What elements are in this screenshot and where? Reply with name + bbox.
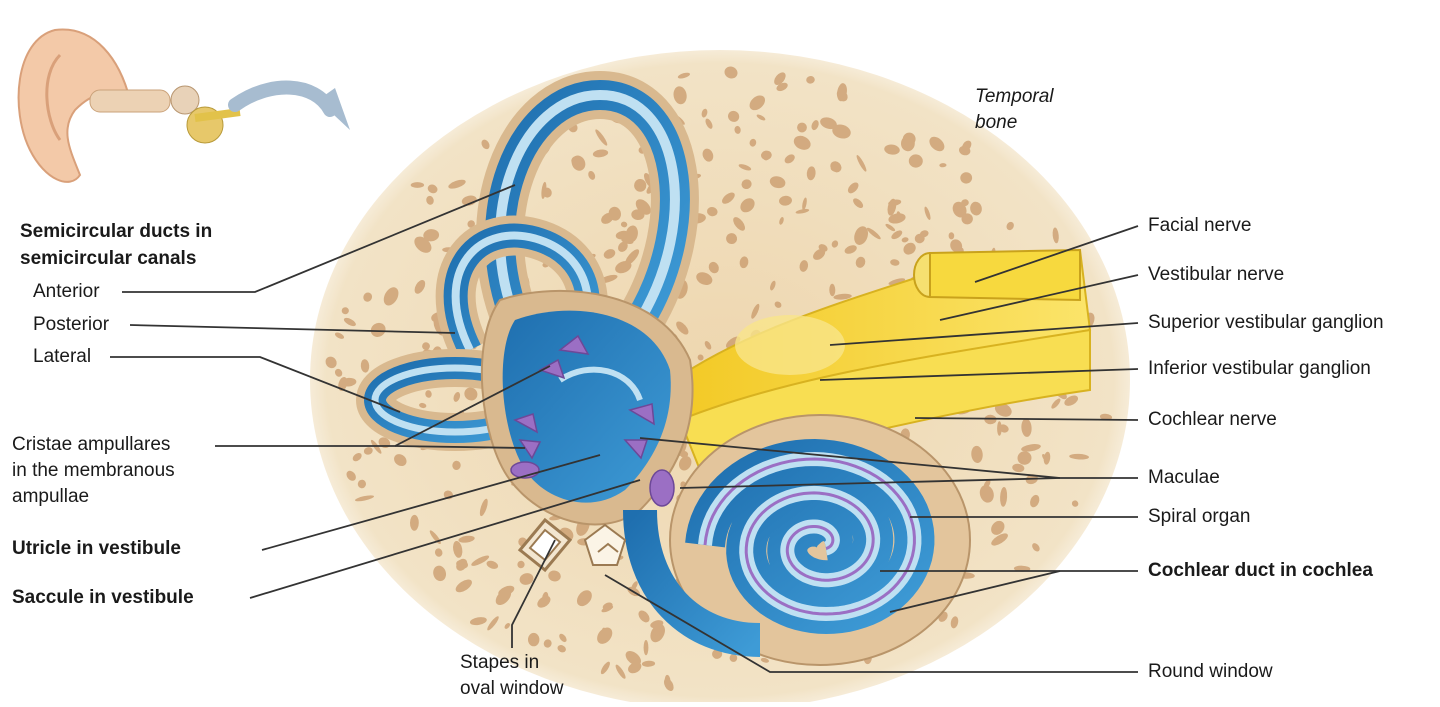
label-temporal-bone: Temporal [975,86,1054,107]
label-cochlear-nerve: Cochlear nerve [1148,409,1277,430]
outer-ear-thumbnail [17,28,241,183]
leader-lines [110,184,1139,673]
label-spiral-organ: Spiral organ [1148,506,1251,527]
label-cristae-line3: ampullae [12,486,90,507]
label-posterior: Posterior [33,314,110,335]
label-maculae: Maculae [1148,467,1220,488]
label-anterior: Anterior [33,281,100,302]
label-stapes: Stapes in [460,652,540,673]
label-saccule: Saccule in vestibule [12,587,194,608]
vestibule [480,289,694,526]
round-window [583,523,627,566]
label-semicircular-ducts-line2: semicircular canals [20,248,197,269]
label-cochlear-duct: Cochlear duct in cochlea [1148,560,1373,581]
label-stapes-line2: oval window [460,678,564,699]
label-cristae-ampullares: Cristae ampullares [12,434,171,455]
label-facial-nerve: Facial nerve [1148,215,1252,236]
zoom-arrow [228,80,350,130]
label-temporal-bone-line2: bone [975,112,1018,133]
label-inferior-vestibular-ganglion: Inferior vestibular ganglion [1148,358,1371,379]
label-utricle: Utricle in vestibule [12,538,181,559]
cochlea [623,414,971,666]
label-semicircular-ducts: Semicircular ducts in [20,221,213,242]
macula [510,334,675,507]
label-vestibular-nerve: Vestibular nerve [1148,264,1285,285]
label-cristae-line2: in the membranous [12,460,175,481]
label-lateral: Lateral [33,346,92,367]
stapes [517,517,573,573]
label-round-window: Round window [1148,661,1273,682]
label-superior-vestibular-ganglion: Superior vestibular ganglion [1148,312,1384,333]
